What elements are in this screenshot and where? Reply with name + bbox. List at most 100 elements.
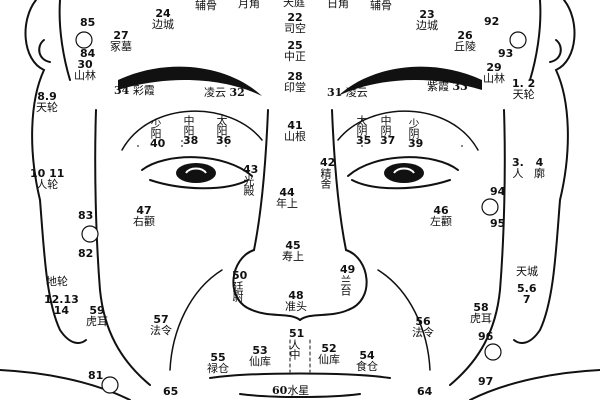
chip-85-icon <box>75 31 93 49</box>
label-82: 82 <box>78 247 94 260</box>
nose-left-wing <box>232 249 301 321</box>
right-ear-outline <box>513 0 576 344</box>
left-eyebrow <box>338 66 482 96</box>
upper-lip-line <box>209 372 391 379</box>
nose-left-bridge <box>253 109 269 251</box>
label-32: 凌云 32 <box>204 86 245 99</box>
chip-95-icon <box>481 198 499 216</box>
label-top-fugu-right: 辅骨 <box>195 0 217 12</box>
nose-right-wing <box>299 249 368 321</box>
label-85: 85 <box>80 16 96 29</box>
face-right-jaw <box>449 109 506 386</box>
label-97: 97 <box>478 375 494 388</box>
lower-lip-line <box>239 393 361 398</box>
left-ear-outline <box>24 0 87 344</box>
right-nasolabial-fold <box>169 269 223 371</box>
right-lower-eyelid <box>149 179 249 190</box>
chip-96-icon <box>484 343 502 361</box>
label-96: 96 <box>478 330 494 343</box>
eye-tick-marks-left <box>361 140 463 150</box>
head-left-edge <box>58 0 71 81</box>
label-33: 紫霞 33 <box>427 80 468 93</box>
label-top-tianting: 天庭 <box>283 0 305 9</box>
neck-left <box>0 369 131 400</box>
label-34: 34 彩霞 <box>114 84 155 97</box>
left-orbit-arc <box>337 110 479 151</box>
left-lower-eyelid <box>351 179 451 190</box>
label-94: 94 <box>490 185 506 198</box>
right-ear-inner <box>549 39 562 63</box>
left-upper-eyelid <box>347 156 459 177</box>
label-top-fugu-left: 辅骨 <box>370 0 392 12</box>
left-eye-pupil <box>384 163 424 183</box>
left-ear-inner <box>38 39 51 63</box>
neck-right <box>469 369 600 400</box>
label-65: 65 <box>163 385 179 398</box>
right-eye-pupil <box>176 163 216 183</box>
label-83: 83 <box>78 209 94 222</box>
nose-right-bridge <box>331 109 347 251</box>
chip-83-icon <box>81 225 99 243</box>
right-orbit-arc <box>121 110 263 151</box>
label-3: 3.人 <box>512 156 524 180</box>
head-right-edge <box>529 0 542 81</box>
label-81: 81 <box>88 369 104 382</box>
right-upper-eyelid <box>141 156 253 177</box>
label-dilun: 地轮 <box>46 275 68 288</box>
label-93: 93 <box>498 47 514 60</box>
label-31: 31 凌云 <box>327 86 368 99</box>
label-84: 84 <box>80 47 96 60</box>
label-tiancheng: 天城 <box>516 265 538 278</box>
label-95: 95 <box>490 217 506 230</box>
face-left-jaw <box>94 109 151 386</box>
right-eyebrow <box>118 66 262 96</box>
label-64: 64 <box>417 385 433 398</box>
label-top-yuejiao: 月角 <box>238 0 260 10</box>
label-top-rijiao: 日角 <box>327 0 349 10</box>
left-nasolabial-fold <box>377 269 431 371</box>
eye-tick-marks-right <box>137 140 227 150</box>
label-60: 60水星 <box>272 384 310 397</box>
chip-81-icon <box>101 376 119 394</box>
label-92: 92 <box>484 15 500 28</box>
